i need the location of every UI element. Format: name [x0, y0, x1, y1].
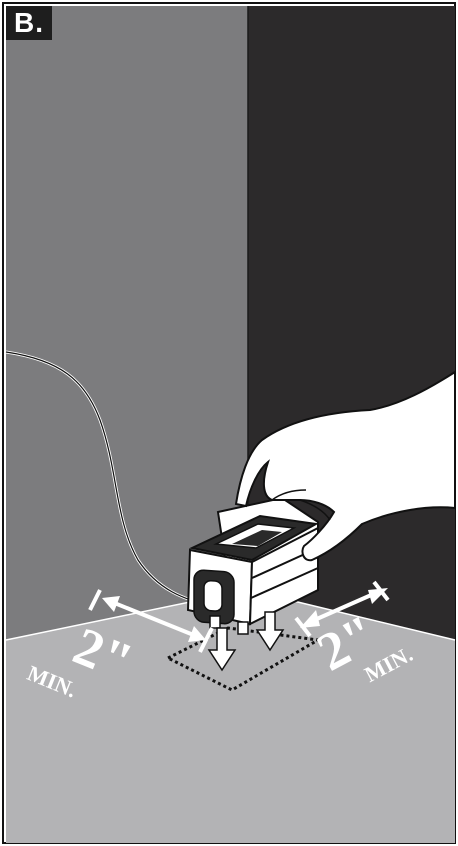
floor: [6, 590, 455, 843]
step-badge: B.: [6, 6, 52, 40]
